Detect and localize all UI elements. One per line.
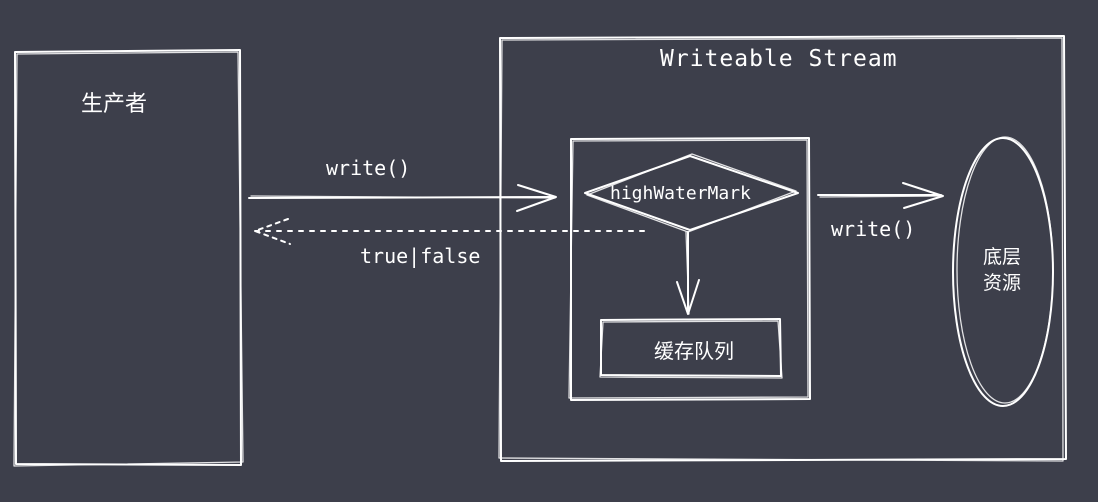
arrow-diamond-to-queue [676,231,700,315]
producer-box [13,49,244,467]
inner-box [568,137,811,401]
stream-container [498,35,1067,462]
arrow-write-to-resource [817,182,944,209]
resource-label: 底层 资源 [983,244,1021,296]
arrow-write-to-stream [248,184,557,212]
resource-ellipse [952,136,1054,407]
resource-label-line1: 底层 [983,246,1022,268]
producer-label: 生产者 [81,92,148,117]
return-value-label: true|false [360,244,481,268]
stream-title: Writeable Stream [660,46,898,72]
high-water-mark-diamond [584,153,799,233]
write-resource-label: write() [831,217,916,241]
high-water-mark-label: highWaterMark [610,183,751,204]
queue-label: 缓存队列 [654,339,734,363]
arrow-return-value [254,218,649,245]
queue-box [599,318,783,379]
write-call-label: write() [326,156,411,180]
resource-label-line2: 资源 [983,272,1022,294]
